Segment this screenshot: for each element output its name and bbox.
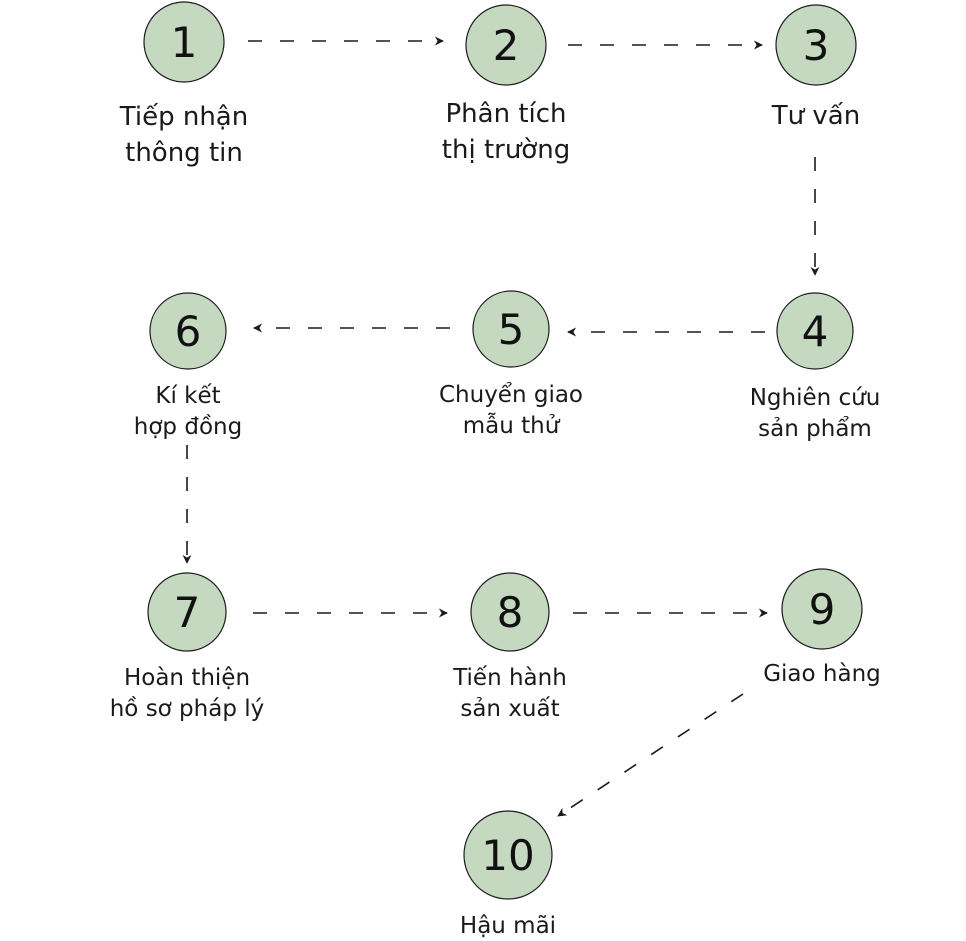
connector-layer [182, 36, 820, 817]
step-label-line: Chuyển giao [439, 382, 583, 408]
step-label-line: Hậu mãi [460, 913, 556, 939]
step-number: 3 [803, 21, 830, 70]
step-label-line: Nghiên cứu [750, 385, 881, 411]
step-number: 5 [498, 305, 525, 354]
step-label-line: Tiếp nhận [119, 102, 248, 132]
arrow-9-to-10 [557, 693, 744, 817]
step-label-line: Hoàn thiện [124, 665, 250, 691]
step-label-line: hồ sơ pháp lý [110, 696, 265, 722]
step-number: 2 [493, 21, 520, 70]
step-label-line: Tiến hành [452, 665, 567, 691]
step-number: 4 [802, 307, 829, 356]
step-label-line: Tư vấn [771, 101, 860, 131]
step-label-line: Giao hàng [763, 661, 881, 687]
step-label-line: thông tin [125, 138, 243, 168]
step-label-line: sản xuất [460, 696, 559, 722]
step-number: 9 [809, 585, 836, 634]
step-circle [465, 4, 547, 86]
step-label-line: thị trường [442, 135, 570, 165]
step-number: 10 [481, 831, 534, 880]
step-circle [143, 1, 225, 83]
step-circle [776, 292, 854, 370]
step-circle [147, 572, 227, 652]
step-number: 6 [175, 307, 202, 356]
step-label-line: hợp đồng [134, 414, 242, 440]
step-label-line: Phân tích [445, 99, 566, 129]
step-circle [775, 4, 857, 86]
step-label-line: Kí kết [155, 383, 220, 409]
step-number: 8 [497, 588, 524, 637]
step-label-line: mẫu thử [463, 411, 561, 439]
step-label-line: sản phẩm [758, 416, 872, 442]
step-number: 7 [174, 588, 201, 637]
step-circle [463, 810, 553, 900]
step-circle [470, 572, 550, 652]
step-circle [472, 290, 550, 368]
step-number: 1 [171, 18, 198, 67]
step-3: 3 Tư vấn [771, 4, 860, 131]
step-circle [781, 568, 863, 650]
step-circle [149, 292, 227, 370]
step-6: 6 Kí kết hợp đồng [134, 292, 242, 440]
